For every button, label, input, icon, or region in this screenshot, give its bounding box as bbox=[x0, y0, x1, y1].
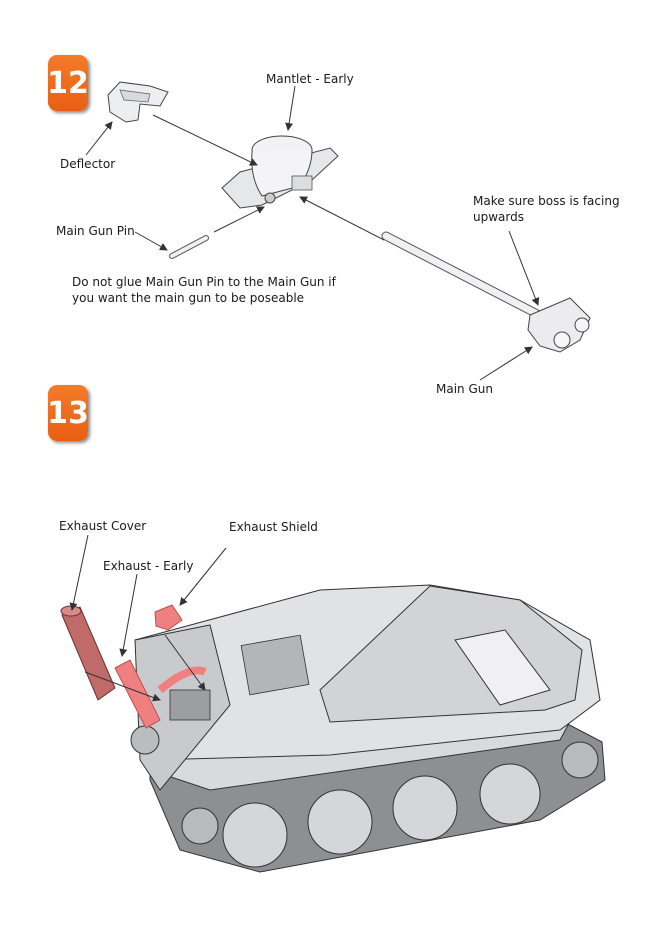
glue-note-line1: Do not glue Main Gun Pin to the Main Gun… bbox=[72, 275, 336, 289]
exhaust-early-label: Exhaust - Early bbox=[103, 559, 194, 573]
exhaust-cover-label: Exhaust Cover bbox=[59, 519, 147, 533]
boss-note-line2: upwards bbox=[473, 210, 524, 224]
deflector-label: Deflector bbox=[60, 157, 116, 171]
exhaust-shield-part bbox=[154, 604, 183, 631]
tank-hull bbox=[130, 584, 606, 873]
boss-note-line1: Make sure boss is facing bbox=[473, 194, 620, 208]
main-gun-label: Main Gun bbox=[436, 382, 493, 396]
step-12-badge: 12 bbox=[47, 55, 89, 111]
exhaust-early-part bbox=[114, 659, 207, 729]
step-13-badge: 13 bbox=[47, 385, 89, 441]
deflector-part bbox=[107, 81, 169, 123]
mantlet-label: Mantlet - Early bbox=[266, 72, 354, 86]
glue-note-line2: you want the main gun to be poseable bbox=[72, 291, 305, 305]
main-gun-pin-label: Main Gun Pin bbox=[56, 224, 135, 238]
main-gun-pin-part bbox=[169, 235, 209, 259]
exhaust-cover-part bbox=[60, 605, 116, 701]
exhaust-shield-label: Exhaust Shield bbox=[229, 520, 318, 534]
main-gun-part bbox=[381, 231, 591, 353]
mantlet-part bbox=[221, 135, 339, 209]
